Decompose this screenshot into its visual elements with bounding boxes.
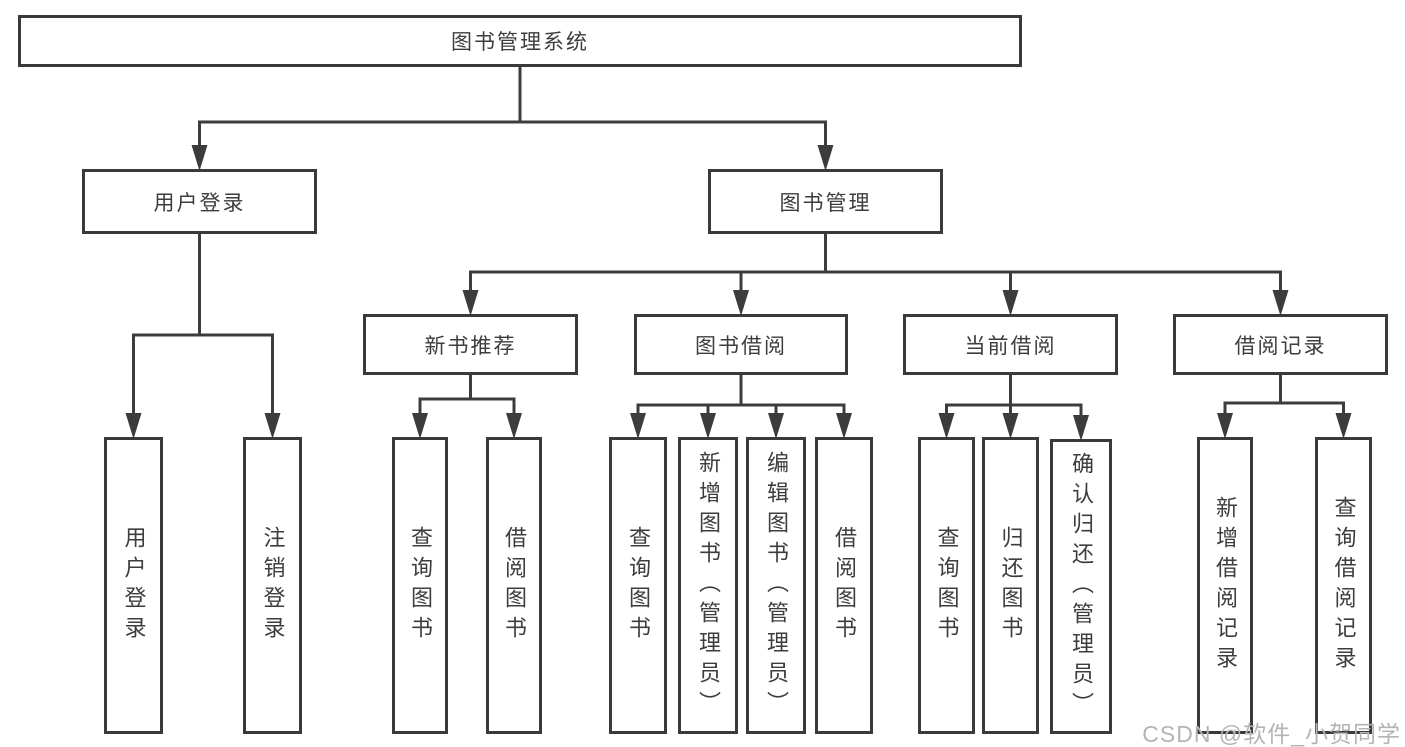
node-leaf-cb-return-book: 归还图书 [982, 437, 1039, 734]
arrowhead-icon [191, 145, 208, 171]
arrowhead-icon [462, 290, 479, 316]
node-label-book-borrow: 图书借阅 [695, 334, 787, 358]
node-borrow-record: 借阅记录 [1173, 314, 1388, 375]
node-label-leaf-rec-borrow-book: 借阅图书 [502, 525, 527, 646]
node-leaf-br-add-record: 新增借阅记录 [1197, 437, 1253, 734]
arrowhead-icon [412, 413, 428, 439]
node-leaf-bb-query-book: 查询图书 [609, 437, 667, 734]
arrowhead-icon [938, 413, 955, 439]
node-book-borrow: 图书借阅 [634, 314, 848, 375]
arrowhead-icon [125, 413, 142, 439]
node-label-leaf-cb-confirm-return: 确认归还（管理员） [1069, 451, 1094, 722]
arrowhead-icon [700, 413, 716, 439]
arrowhead-icon [733, 290, 749, 316]
node-leaf-logout: 注销登录 [243, 437, 302, 734]
node-label-current-borrow: 当前借阅 [964, 334, 1057, 358]
node-leaf-rec-query-book: 查询图书 [392, 437, 448, 734]
arrowhead-icon [630, 413, 646, 439]
arrowhead-icon [1002, 413, 1019, 439]
node-leaf-bb-edit-book: 编辑图书（管理员） [746, 437, 806, 734]
arrowhead-icon [836, 413, 852, 439]
node-leaf-user-login: 用户登录 [104, 437, 163, 734]
node-current-borrow: 当前借阅 [903, 314, 1118, 375]
node-label-root: 图书管理系统 [451, 31, 589, 54]
node-label-leaf-cb-query-book: 查询图书 [934, 525, 960, 646]
arrowhead-icon [1217, 413, 1233, 439]
node-leaf-cb-confirm-return: 确认归还（管理员） [1050, 439, 1112, 734]
node-label-leaf-logout: 注销登录 [260, 525, 286, 646]
node-leaf-br-query-record: 查询借阅记录 [1315, 437, 1372, 734]
node-label-leaf-cb-return-book: 归还图书 [998, 525, 1024, 646]
node-label-leaf-bb-borrow-book: 借阅图书 [832, 525, 857, 646]
node-leaf-bb-borrow-book: 借阅图书 [815, 437, 873, 734]
node-user-login: 用户登录 [82, 169, 317, 234]
node-label-leaf-bb-query-book: 查询图书 [626, 525, 651, 646]
node-label-leaf-user-login: 用户登录 [121, 525, 147, 646]
arrowhead-icon [506, 413, 522, 439]
node-label-leaf-bb-edit-book: 编辑图书（管理员） [764, 450, 789, 721]
node-label-leaf-br-add-record: 新增借阅记录 [1213, 495, 1238, 676]
arrowhead-icon [817, 145, 834, 171]
node-new-book-rec: 新书推荐 [363, 314, 578, 375]
node-label-book-mgmt: 图书管理 [779, 191, 872, 215]
arrowhead-icon [1272, 290, 1289, 316]
node-label-leaf-br-query-record: 查询借阅记录 [1331, 495, 1357, 676]
watermark: CSDN @软件_小贺同学 [1142, 721, 1401, 747]
node-label-leaf-bb-add-book: 新增图书（管理员） [696, 450, 721, 721]
node-label-leaf-rec-query-book: 查询图书 [408, 525, 433, 646]
arrowhead-icon [1335, 413, 1352, 439]
arrowhead-icon [264, 413, 281, 439]
node-leaf-cb-query-book: 查询图书 [918, 437, 975, 734]
node-book-mgmt: 图书管理 [708, 169, 943, 234]
arrowhead-icon [768, 413, 784, 439]
node-label-user-login: 用户登录 [153, 191, 246, 215]
node-leaf-rec-borrow-book: 借阅图书 [486, 437, 542, 734]
node-root: 图书管理系统 [18, 15, 1022, 67]
node-leaf-bb-add-book: 新增图书（管理员） [678, 437, 738, 734]
arrowhead-icon [1073, 415, 1089, 441]
arrowhead-icon [1002, 290, 1019, 316]
node-label-new-book-rec: 新书推荐 [424, 334, 517, 358]
node-label-borrow-record: 借阅记录 [1234, 334, 1327, 358]
